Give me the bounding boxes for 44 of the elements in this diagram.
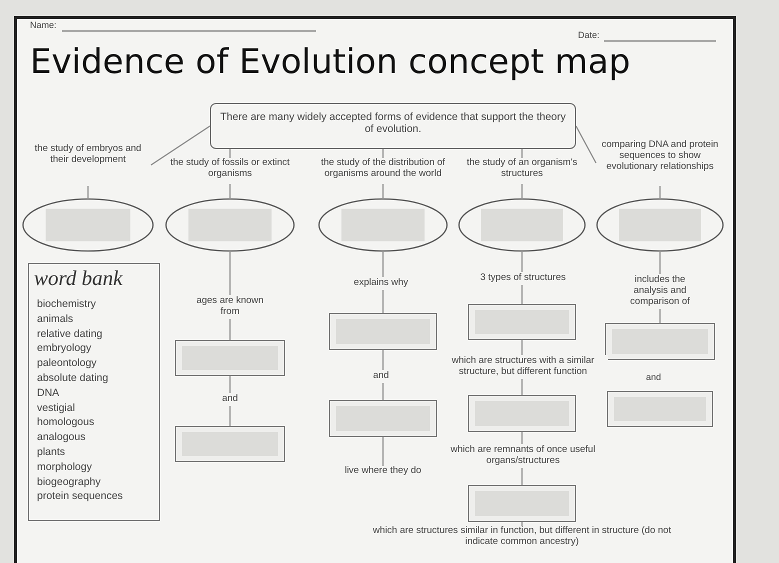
connector-line bbox=[575, 126, 597, 164]
word-bank-item: protein sequences bbox=[37, 489, 123, 504]
word-bank-item: biochemistry bbox=[37, 297, 96, 312]
word-bank-panel bbox=[28, 263, 160, 521]
connector-line bbox=[659, 186, 661, 198]
concept-text: which are structures similar in function, but different in structure (do not indicate common ancestry) bbox=[372, 526, 672, 554]
concept-box bbox=[468, 395, 576, 432]
word-bank-item: animals bbox=[37, 312, 74, 327]
title: Evidence of Evolution concept map bbox=[30, 42, 630, 82]
word-bank-item: plants bbox=[37, 444, 66, 460]
word-bank-item: absolute dating bbox=[37, 370, 108, 386]
connector-line bbox=[150, 126, 210, 166]
concept-box bbox=[607, 391, 713, 427]
concept-box bbox=[329, 400, 437, 437]
concept-text: the study of fossils or extinct organisms bbox=[165, 158, 295, 184]
concept-box bbox=[175, 340, 285, 376]
concept-text: live where they do bbox=[342, 466, 424, 490]
concept-text: comparing DNA and protein sequences to show evolutionary relationships bbox=[596, 140, 724, 186]
statement-box bbox=[210, 103, 576, 149]
concept-box bbox=[175, 426, 285, 462]
form-label: and bbox=[646, 372, 662, 382]
statement-text: There are many widely accepted forms of evidence that support the theory of evolution. bbox=[219, 111, 567, 136]
word-bank-item: homologous bbox=[37, 415, 94, 430]
connector-line bbox=[521, 184, 523, 198]
form-label: Date: bbox=[578, 30, 600, 40]
connector-line bbox=[229, 184, 231, 198]
word-bank-item: embryology bbox=[37, 341, 92, 356]
connector-line bbox=[382, 437, 384, 466]
concept-box bbox=[329, 313, 437, 350]
word-bank-item: analogous bbox=[37, 430, 86, 445]
concept-text: the study of embryos and their development bbox=[25, 144, 151, 186]
word-bank-item: relative dating bbox=[37, 326, 102, 342]
connector-line bbox=[87, 186, 89, 198]
concept-box bbox=[468, 304, 576, 340]
word-bank-item: paleontology bbox=[37, 356, 97, 371]
concept-box bbox=[605, 323, 715, 360]
word-bank-item: biogeography bbox=[37, 474, 101, 490]
word-bank-item: vestigial bbox=[37, 400, 75, 416]
form-label: Name: bbox=[30, 20, 57, 30]
word-bank-heading: word bank bbox=[34, 266, 122, 291]
concept-box bbox=[468, 485, 576, 522]
connector-line bbox=[382, 184, 384, 198]
word-bank-item: DNA bbox=[37, 386, 60, 401]
word-bank-item: morphology bbox=[37, 460, 92, 475]
